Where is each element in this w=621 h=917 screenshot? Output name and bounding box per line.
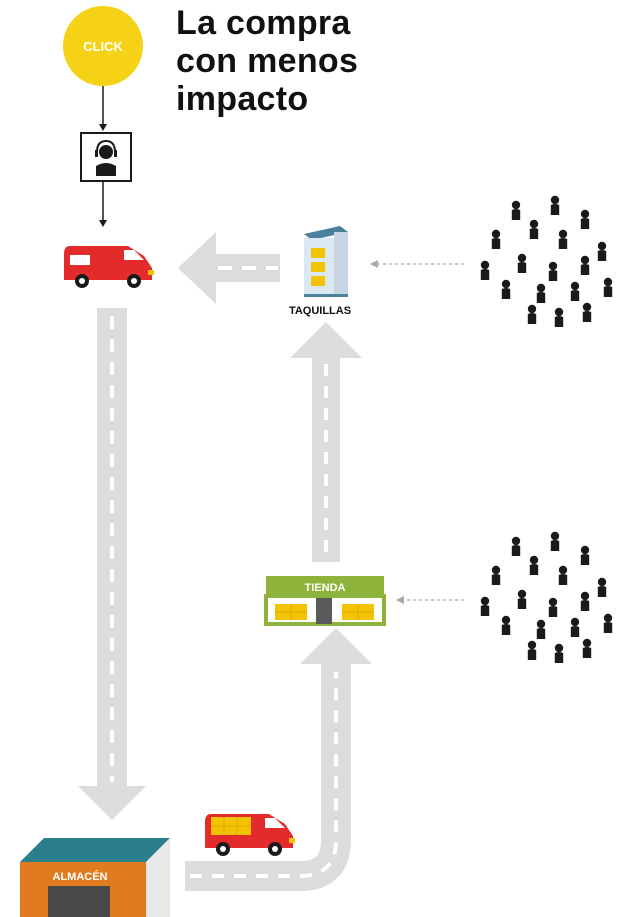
operator-headset-icon <box>80 132 132 182</box>
page-title: La compra con menos impacto <box>176 4 476 118</box>
people-crowd-icon <box>480 531 613 663</box>
arrow-down-to-almacen <box>78 786 146 820</box>
people-crowd-icon <box>480 195 613 327</box>
road-tienda-to-taquillas <box>290 322 362 562</box>
arrow-up-to-taquillas <box>290 322 362 358</box>
road-van-to-almacen <box>78 308 146 820</box>
click-label: CLICK <box>83 39 123 54</box>
road-almacen-to-tienda <box>185 628 372 891</box>
road-taquillas-to-van <box>178 232 280 304</box>
arrow-left-to-van <box>178 232 216 304</box>
connector-click-to-operator <box>99 86 107 131</box>
delivery-van-icon <box>64 246 154 288</box>
click-node: CLICK <box>63 6 143 86</box>
title-line-3: impacto <box>176 80 309 118</box>
locker-icon <box>304 226 348 297</box>
arrow-up-to-tienda <box>300 628 372 664</box>
connector-crowd-to-tienda <box>396 596 464 604</box>
title-line-1: La compra <box>176 4 351 42</box>
loaded-delivery-van-icon <box>205 814 295 856</box>
connector-operator-to-van <box>99 181 107 227</box>
store-icon: TIENDA <box>264 576 386 626</box>
connector-crowd-to-taquillas <box>370 260 464 268</box>
title-line-2: con menos <box>176 42 359 80</box>
warehouse-icon: ALMACÉN <box>20 838 170 917</box>
taquillas-label: TAQUILLAS <box>289 305 351 317</box>
almacen-label: ALMACÉN <box>53 870 108 883</box>
tienda-label: TIENDA <box>305 582 346 594</box>
